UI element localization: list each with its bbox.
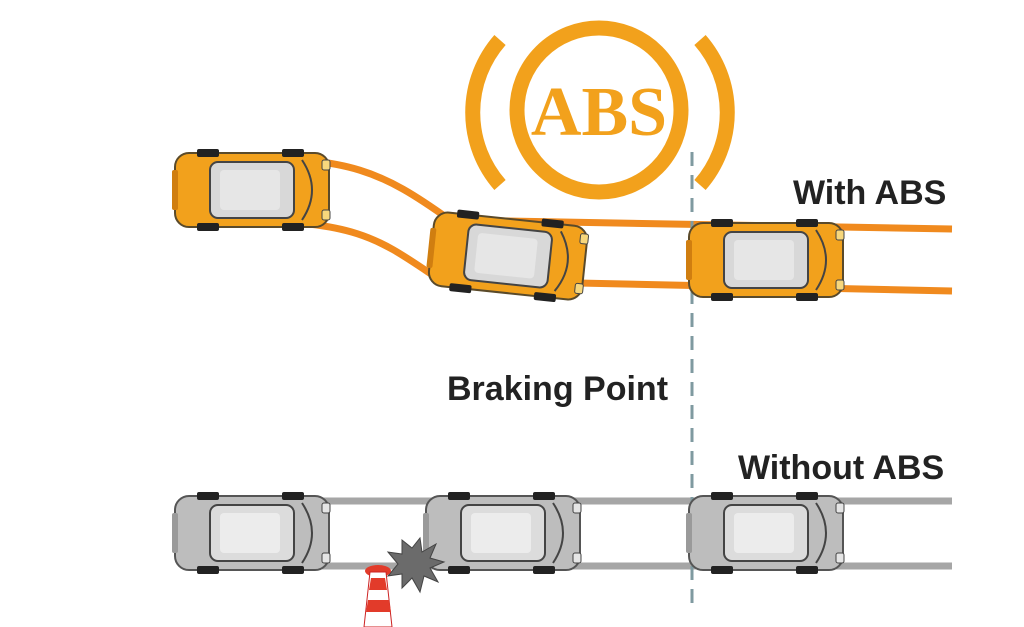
abs-warning-bracket-right — [694, 35, 735, 190]
braking-point-label: Braking Point — [447, 370, 669, 408]
collision-burst-icon — [386, 536, 446, 594]
car-with-abs-start — [171, 148, 331, 232]
without-abs-tracks — [240, 497, 952, 570]
car-without-abs-start — [171, 491, 331, 575]
without-abs-label: Without ABS — [738, 449, 945, 487]
traffic-cone-icon — [363, 565, 393, 627]
car-with-abs-stopped — [685, 218, 845, 302]
car-without-abs-skidding — [422, 491, 582, 575]
car-without-abs-stopped — [685, 491, 845, 575]
track-lower — [239, 217, 953, 295]
with-abs-label: With ABS — [793, 174, 947, 212]
abs-warning-icon: ABS — [465, 20, 735, 200]
abs-warning-bracket-left — [465, 35, 506, 190]
abs-warning-ring — [509, 20, 689, 200]
abs-badge-text: ABS — [531, 74, 667, 151]
